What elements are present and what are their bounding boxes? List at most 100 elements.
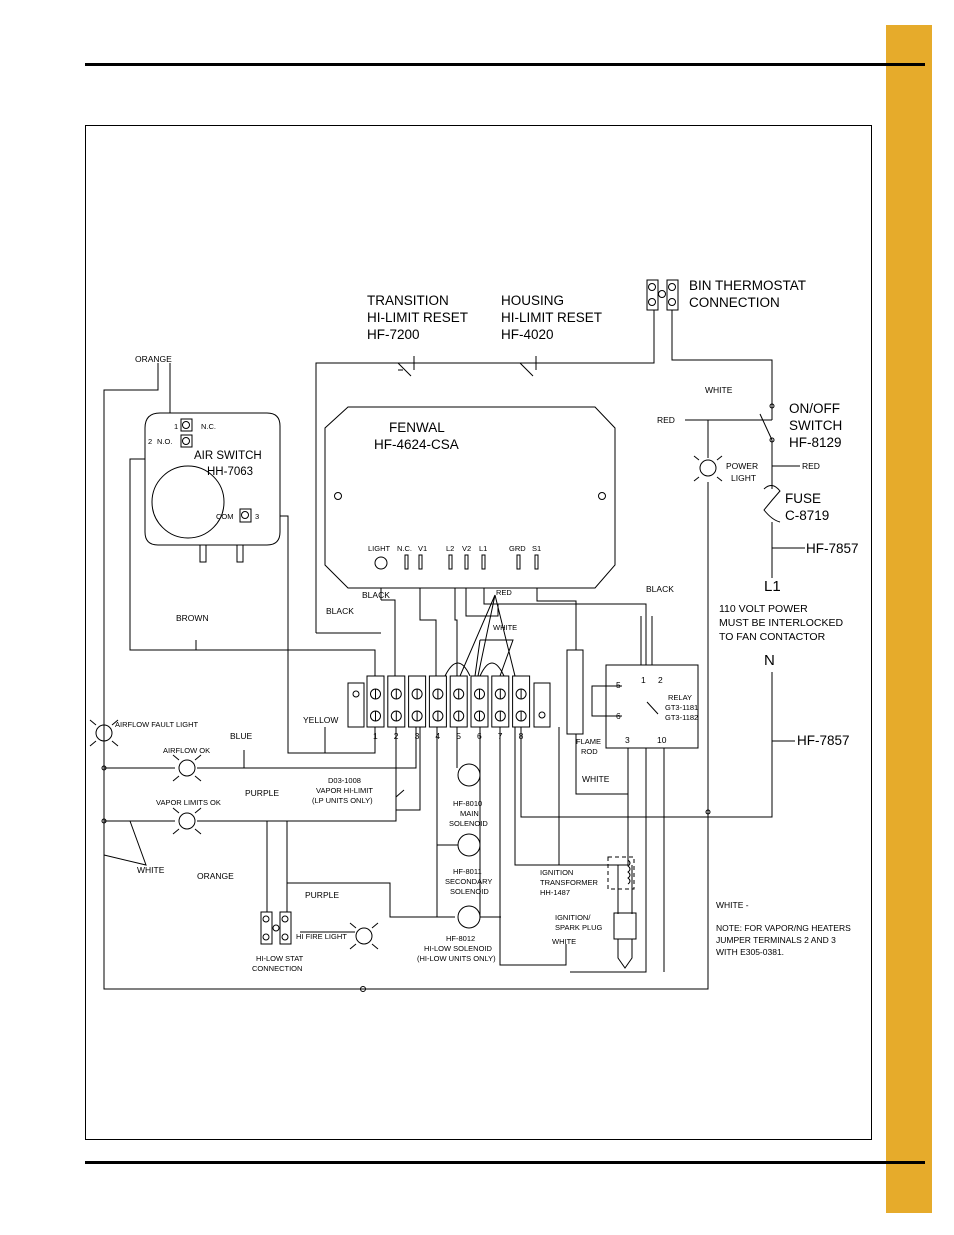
wire-white-left: WHITE [137, 865, 165, 875]
hilow-stat-2: CONNECTION [252, 964, 302, 973]
spark-plug-2: SPARK PLUG [555, 923, 603, 932]
hilow-solenoid-2: HI-LOW SOLENOID [424, 944, 493, 953]
wire-purple-1: PURPLE [245, 788, 279, 798]
power-light-label-1: POWER [726, 461, 758, 471]
terminal-1-label: 1 [174, 422, 178, 431]
relay-label-1: RELAY [668, 693, 692, 702]
wire-red-mid: RED [496, 588, 512, 597]
wire-white-top: WHITE [705, 385, 733, 395]
vapor-hilimit-1: D03-1008 [328, 776, 361, 785]
terminal-block [347, 675, 551, 728]
ignition-transformer-1: IGNITION [540, 868, 573, 877]
fuse-label-2: C-8719 [785, 508, 829, 523]
bottom-rule [85, 1161, 925, 1164]
hf7857-top-label: HF-7857 [806, 541, 859, 556]
wire-brown: BROWN [176, 613, 209, 623]
fenwal-term-v1: V1 [418, 544, 427, 553]
relay-term-10: 10 [657, 735, 667, 745]
spark-plug-1: IGNITION/ [555, 913, 591, 922]
wire-orange-top: ORANGE [135, 354, 172, 364]
power-note-1: 110 VOLT POWER [719, 603, 808, 615]
vapor-limits-ok-label: VAPOR LIMITS OK [156, 798, 221, 807]
wires [101, 306, 805, 990]
wire-black-2: BLACK [326, 606, 354, 616]
bin-thermostat-terminal [646, 279, 679, 311]
vapor-hilimit-3: (LP UNITS ONLY) [312, 796, 373, 805]
terminal-number: 6 [477, 731, 482, 741]
hi-limit-switches [397, 356, 537, 377]
fenwal-term-s1: S1 [532, 544, 541, 553]
wire-orange-low: ORANGE [197, 871, 234, 881]
relay-term-3: 3 [625, 735, 630, 745]
note-1: NOTE: FOR VAPOR/NG HEATERS [716, 923, 851, 933]
ignition-transformer-2: TRANSFORMER [540, 878, 599, 887]
airflow-ok-label: AIRFLOW OK [163, 746, 210, 755]
power-light-label-2: LIGHT [731, 473, 756, 483]
wire-white-mid: WHITE [493, 623, 517, 632]
l1-label: L1 [764, 578, 781, 595]
ignition-transformer-3: HH-1487 [540, 888, 570, 897]
terminal-number: 3 [415, 731, 420, 741]
section-tab [886, 25, 932, 1213]
indicator-lights [89, 455, 723, 950]
bin-thermostat-label-2: CONNECTION [689, 295, 780, 310]
on-off-label-3: HF-8129 [789, 435, 842, 450]
fenwal-term-v2: V2 [462, 544, 471, 553]
n-label: N [764, 652, 775, 669]
air-switch-label-2: HH-7063 [207, 466, 253, 478]
hilow-stat-1: HI-LOW STAT [256, 954, 304, 963]
wire-blue: BLUE [230, 731, 253, 741]
relay-term-5: 5 [616, 680, 621, 690]
terminal-3-label: 3 [255, 512, 259, 521]
fenwal-label-2: HF-4624-CSA [374, 437, 459, 452]
note-2: JUMPER TERMINALS 2 AND 3 [716, 935, 836, 945]
wire-red-left: RED [657, 415, 675, 425]
main-solenoid-3: SOLENOID [449, 819, 488, 828]
fenwal-term-light: LIGHT [368, 544, 391, 553]
wire-purple-2: PURPLE [305, 890, 339, 900]
terminal-number: 4 [435, 731, 440, 741]
relay-label-2: GT3-1181 [665, 703, 698, 712]
air-switch-label-1: AIR SWITCH [194, 450, 262, 462]
hilow-solenoid-3: (HI-LOW UNITS ONLY) [417, 954, 496, 963]
fenwal-term-grd: GRD [509, 544, 526, 553]
diagram-frame [85, 125, 872, 1140]
fenwal-label-1: FENWAL [389, 420, 445, 435]
ignition-transformer [607, 856, 637, 969]
main-solenoid-1: HF-8010 [453, 799, 482, 808]
secondary-solenoid-1: HF-8011 [453, 867, 482, 876]
relay-label-3: GT3-1182 [665, 713, 698, 722]
terminal-2-label: 2 [148, 437, 152, 446]
fenwal-module [324, 406, 616, 589]
wire-black-1: BLACK [362, 590, 390, 600]
hi-fire-light-label: HI FIRE LIGHT [296, 932, 347, 941]
wire-white-plug: WHITE [552, 937, 576, 946]
flame-rod-2: ROD [581, 747, 598, 756]
white-dash-label: WHITE - [716, 900, 749, 910]
note-3: WITH E305-0381. [716, 947, 784, 957]
secondary-solenoid-3: SOLENOID [450, 887, 489, 896]
terminal-number: 8 [519, 731, 524, 741]
secondary-solenoid-2: SECONDARY [445, 877, 492, 886]
bin-thermostat-label-1: BIN THERMOSTAT [689, 278, 806, 293]
flame-rod-1: FLAME [576, 737, 601, 746]
fenwal-term-l1: L1 [479, 544, 487, 553]
relay [591, 664, 699, 749]
com-label: COM [216, 512, 234, 521]
flame-rod [566, 649, 584, 735]
on-off-label-1: ON/OFF [789, 401, 840, 416]
main-solenoid-2: MAIN [460, 809, 479, 818]
text-labels: TRANSITION HI-LIMIT RESET HF-7200 HOUSIN… [115, 278, 859, 973]
terminal-number: 7 [498, 731, 503, 741]
air-switch [144, 412, 281, 563]
fenwal-term-nc: N.C. [397, 544, 412, 553]
wire-yellow: YELLOW [303, 715, 338, 725]
fuse-label-1: FUSE [785, 491, 821, 506]
wire-red-right: RED [802, 461, 820, 471]
transition-label-1: TRANSITION [367, 293, 449, 308]
on-off-label-2: SWITCH [789, 418, 842, 433]
fenwal-term-l2: L2 [446, 544, 454, 553]
terminal-number: 2 [394, 731, 399, 741]
housing-label-1: HOUSING [501, 293, 564, 308]
